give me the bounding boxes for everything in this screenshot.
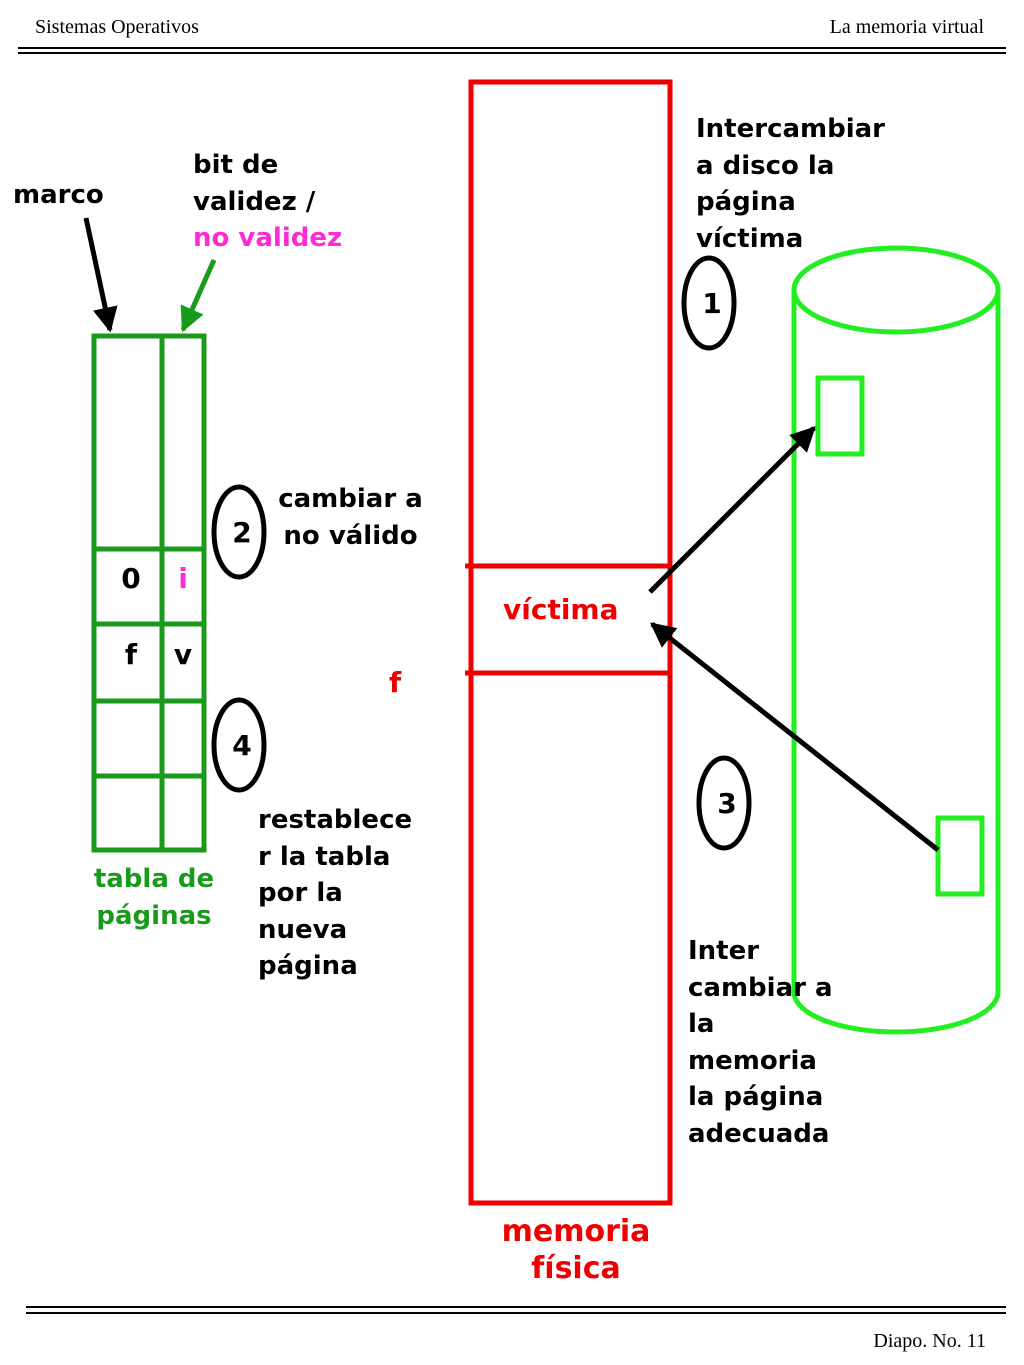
step-3-label-line-6: adecuada	[688, 1118, 830, 1149]
step-1-label-line-2: a disco la	[696, 150, 835, 181]
svg-text:4: 4	[232, 729, 251, 762]
header-title-right: La memoria virtual	[829, 16, 984, 38]
step-3-label-line-3: la	[688, 1009, 715, 1039]
bit-arrow	[180, 258, 217, 333]
step-2-label-line-2: no válido	[283, 520, 418, 551]
step-4-label-line-1: restablece	[258, 805, 413, 835]
step-4-label: restablece r la tabla por la nueva págin…	[258, 802, 412, 985]
swap-in-arrow	[650, 622, 940, 852]
frame-f-label: f	[389, 666, 402, 699]
disk-block-in	[935, 815, 985, 897]
table-row-0-frame: 0	[121, 562, 140, 595]
svg-text:3: 3	[717, 787, 736, 820]
step-4-badge: 4	[211, 697, 267, 793]
step-3-badge: 3	[696, 755, 752, 851]
step-4-label-line-4: nueva	[258, 914, 348, 945]
step-3-label-line-1: Inter	[688, 936, 760, 966]
disk-block-out	[815, 375, 865, 457]
step-4-label-line-3: por la	[258, 878, 343, 908]
physical-memory-label: memoria física	[486, 1214, 666, 1287]
step-2-badge: 2	[211, 484, 267, 580]
step-1-label: Intercambiar a disco la página víctima	[696, 111, 885, 257]
step-3-label: Inter cambiar a la memoria la página ade…	[688, 933, 833, 1152]
disk-cylinder	[791, 245, 1001, 1035]
footer-rule-top	[26, 1306, 1006, 1308]
step-3-label-line-5: la página	[688, 1082, 824, 1112]
page-table: 0 i f v	[91, 333, 207, 853]
step-3-label-line-4: memoria	[688, 1045, 817, 1076]
svg-text:1: 1	[702, 287, 721, 320]
physical-memory-label-line-2: física	[531, 1250, 621, 1286]
step-2-label: cambiar a no válido	[273, 481, 428, 554]
table-row-1-bit: v	[174, 638, 192, 671]
step-2-label-line-1: cambiar a	[278, 484, 423, 514]
header-title-left: Sistemas Operativos	[35, 16, 199, 38]
victim-frame-label: víctima	[503, 593, 619, 626]
step-1-label-line-4: víctima	[696, 223, 804, 254]
bit-label-line-3: no validez	[193, 223, 343, 253]
slide-number: Diapo. No. 11	[873, 1330, 986, 1352]
physical-memory	[465, 79, 673, 1206]
bit-label-line-1: bit de	[193, 150, 279, 180]
marco-label: marco	[13, 180, 104, 210]
header-rule-top	[18, 47, 1006, 49]
table-row-0-bit: i	[178, 562, 188, 595]
bit-label: bit de validez / no validez	[193, 147, 342, 257]
page-table-label: tabla de páginas	[93, 861, 215, 934]
marco-arrow	[83, 217, 118, 333]
physical-memory-label-line-1: memoria	[501, 1214, 651, 1249]
step-3-label-line-2: cambiar a	[688, 972, 833, 1003]
step-4-label-line-2: r la tabla	[258, 841, 391, 872]
step-1-label-line-1: Intercambiar	[696, 114, 886, 144]
swap-out-arrow	[648, 426, 816, 594]
step-1-label-line-3: página	[696, 187, 796, 217]
footer-rule-bottom	[26, 1312, 1006, 1314]
step-4-label-line-5: página	[258, 951, 358, 981]
step-1-badge: 1	[681, 255, 737, 351]
header-rule-bottom	[18, 52, 1006, 54]
svg-text:2: 2	[232, 516, 251, 549]
page-table-label-line-1: tabla de	[93, 864, 215, 894]
table-row-1-frame: f	[125, 638, 138, 671]
bit-label-line-2: validez /	[193, 186, 316, 217]
page-table-label-line-2: páginas	[96, 900, 212, 931]
